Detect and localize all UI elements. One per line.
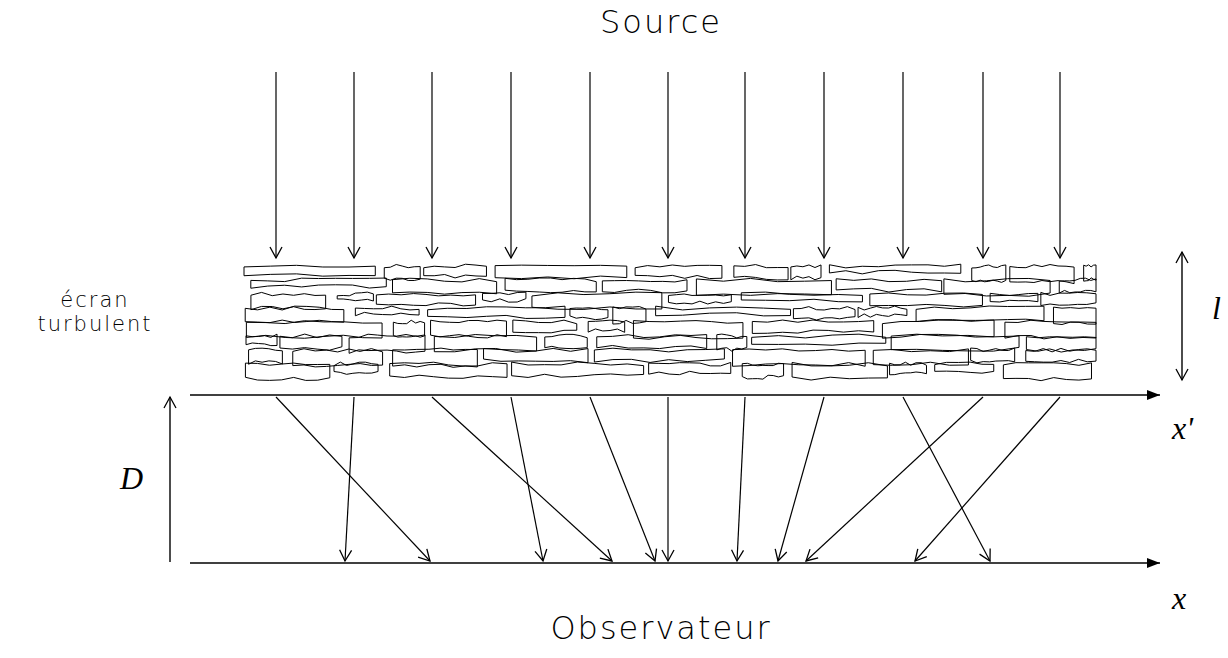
thickness-arrow: [1181, 252, 1182, 380]
axis-label: x': [1172, 410, 1193, 447]
turbulence-cell: [545, 334, 587, 348]
distance-label: D: [120, 460, 143, 497]
thickness-label: l: [1212, 290, 1221, 327]
turbulence-cell: [696, 278, 831, 295]
source-label: Source: [600, 4, 722, 41]
turbulence-cell: [337, 292, 373, 301]
turbulence-cell: [742, 363, 783, 379]
incident-ray: [667, 72, 668, 258]
turbulence-cell: [251, 278, 386, 288]
turbulence-cell: [249, 348, 283, 364]
turbulence-cell: [792, 362, 887, 380]
turbulence-cell: [512, 362, 644, 377]
distance-arrow: [169, 397, 170, 562]
turbulence-cell: [334, 362, 378, 374]
turbulence-cell: [245, 306, 344, 322]
x-prime-axis: [190, 394, 1160, 395]
turbulence-cell: [741, 292, 862, 302]
turbulence-cell: [1041, 292, 1096, 305]
turbulence-cell: [971, 348, 1015, 363]
turbulence-cell: [635, 265, 722, 279]
turbulence-cell: [484, 348, 588, 362]
turbulence-cell: [935, 362, 994, 373]
scattered-ray: [778, 397, 824, 561]
turbulence-cell: [752, 320, 873, 333]
incident-ray: [589, 72, 590, 258]
x-axis: [190, 562, 1160, 563]
turbulence-cell: [495, 265, 627, 279]
scattered-ray: [276, 397, 430, 561]
turbulence-cell: [393, 348, 478, 367]
turbulence-cell: [428, 306, 565, 318]
turbulence-cell: [280, 334, 342, 350]
incident-ray: [982, 72, 983, 258]
turbulence-cell: [891, 334, 1019, 351]
screen-label: écran turbulent: [25, 288, 165, 336]
turbulence-cell: [597, 335, 707, 349]
turbulence-cell: [791, 265, 821, 280]
turbulence-cell: [245, 363, 329, 380]
turbulence-cell: [649, 362, 731, 374]
turbulence-cell: [668, 294, 731, 304]
incident-ray: [902, 72, 903, 258]
incident-ray: [275, 72, 276, 258]
turbulence-cell: [246, 321, 382, 339]
turbulence-cell: [594, 348, 724, 362]
turbulence-cell: [588, 320, 624, 332]
turbulence-cell: [793, 307, 855, 320]
turbulence-cell: [916, 306, 1044, 322]
turbulence-cell: [513, 320, 577, 333]
incident-ray: [431, 72, 432, 258]
turbulence-cell: [376, 294, 475, 306]
scattered-ray: [806, 397, 983, 561]
scattered-ray: [737, 397, 745, 561]
incident-ray: [510, 72, 511, 258]
scattered-ray: [915, 397, 1060, 561]
turbulence-cell: [1003, 363, 1091, 381]
scattered-ray: [432, 397, 612, 561]
turbulence-cell: [734, 265, 788, 280]
incident-ray: [744, 72, 745, 258]
turbulence-cell: [836, 279, 942, 292]
scattered-ray: [345, 397, 354, 561]
turbulence-cell: [390, 362, 507, 378]
turbulence-cell: [483, 292, 526, 302]
turbulence-cell: [656, 306, 791, 316]
scattered-ray: [667, 397, 668, 561]
incident-ray: [1059, 72, 1060, 258]
turbulence-cell: [570, 308, 608, 320]
turbulence-cell: [424, 264, 487, 278]
turbulence-cell: [505, 278, 596, 293]
turbulence-cell: [246, 334, 277, 345]
turbulence-cell: [990, 293, 1038, 302]
incident-ray: [353, 72, 354, 258]
turbulence-cell: [244, 265, 375, 276]
turbulence-cell: [870, 293, 983, 307]
turbulence-cell: [355, 306, 419, 316]
scattered-ray: [511, 397, 543, 561]
turbulence-cell: [349, 334, 425, 353]
turbulence-cell: [393, 278, 497, 294]
incident-ray: [823, 72, 824, 258]
turbulence-cell: [829, 264, 960, 274]
turbulence-cell: [1026, 337, 1096, 352]
observer-label: Observateur: [550, 610, 771, 647]
turbulence-cell: [602, 280, 687, 293]
scattered-ray: [590, 397, 655, 561]
scattered-ray: [903, 397, 990, 561]
turbulence-cell: [858, 306, 907, 317]
turbulent-screen: [242, 262, 1100, 381]
turbulence-cell: [633, 321, 743, 340]
turbulence-cell: [1026, 348, 1096, 362]
turbulence-cell: [752, 334, 886, 345]
turbulence-cell: [1059, 278, 1096, 293]
axis-label: x: [1172, 580, 1186, 617]
turbulence-cell: [890, 362, 927, 375]
